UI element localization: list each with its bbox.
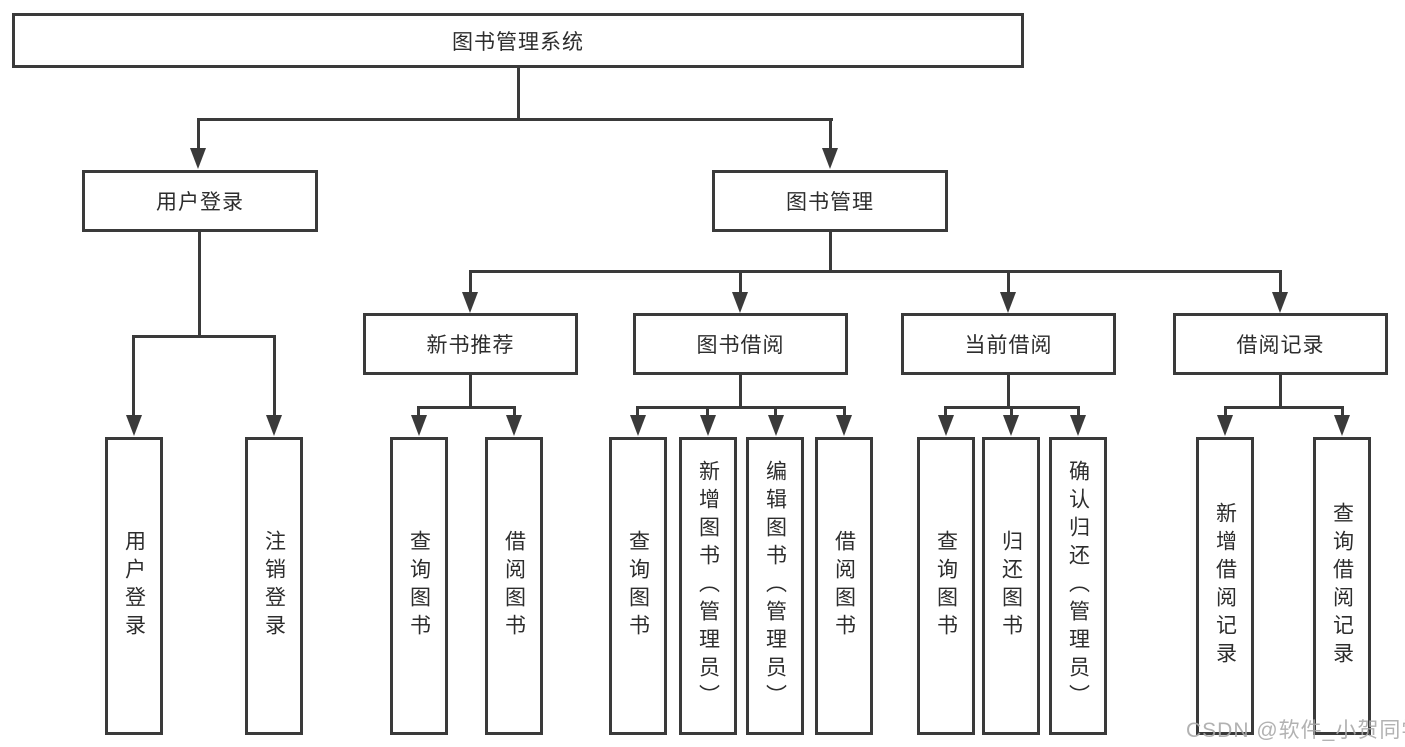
connector-br-stem <box>1279 375 1282 409</box>
connector-cb-leaf2-drop <box>1010 406 1013 418</box>
connector-nb-leaf1-drop <box>417 406 420 418</box>
node-book-borrow-label: 图书借阅 <box>696 334 785 357</box>
connector-book-mgmt-stem <box>829 232 832 272</box>
node-current-borrow: 当前借阅 <box>901 313 1116 375</box>
arrowhead-book-borrow-icon <box>732 292 748 313</box>
connector-current-borrow-drop <box>1007 270 1010 294</box>
connector-br-leaf1-drop <box>1224 406 1227 418</box>
connector-user-login-stem <box>198 232 201 335</box>
connector-bb-leaf1-drop <box>636 406 639 418</box>
node-root-label: 图书管理系统 <box>452 30 584 54</box>
connector-bb-leaf4-drop <box>843 406 846 418</box>
leaf-br-add-record-label: 新增借阅记录 <box>1213 502 1237 670</box>
connector-bb-crossbar <box>636 406 846 409</box>
arrowhead-nb-leaf2-icon <box>506 415 522 436</box>
leaf-bb-add-books-admin: 新增图书（管理员） <box>679 437 737 735</box>
leaf-bb-borrow-books-label: 借阅图书 <box>832 530 856 642</box>
arrowhead-bb-leaf3-icon <box>768 415 784 436</box>
node-book-mgmt: 图书管理 <box>712 170 948 232</box>
node-borrow-record-label: 借阅记录 <box>1236 334 1325 357</box>
leaf-cb-query-books: 查询图书 <box>917 437 975 735</box>
connector-cb-stem <box>1007 375 1010 409</box>
arrowhead-br-leaf1-icon <box>1217 415 1233 436</box>
leaf-cb-confirm-return-admin: 确认归还（管理员） <box>1049 437 1107 735</box>
connector-bb-stem <box>739 375 742 409</box>
connector-nb-leaf2-drop <box>513 406 516 418</box>
leaf-cb-query-books-label: 查询图书 <box>934 530 958 642</box>
leaf-bb-query-books: 查询图书 <box>609 437 667 735</box>
connector-cb-leaf3-drop <box>1077 406 1080 418</box>
node-new-book-rec: 新书推荐 <box>363 313 578 375</box>
leaf-bb-borrow-books: 借阅图书 <box>815 437 873 735</box>
arrowhead-br-leaf2-icon <box>1334 415 1350 436</box>
node-user-login-label: 用户登录 <box>156 191 244 214</box>
leaf-logout: 注销登录 <box>245 437 303 735</box>
connector-root-stem <box>517 68 520 120</box>
connector-nb-stem <box>469 375 472 409</box>
leaf-bb-edit-books-admin: 编辑图书（管理员） <box>746 437 804 735</box>
leaf-user-login-label: 用户登录 <box>122 530 146 642</box>
connector-br-crossbar <box>1224 406 1344 409</box>
arrowhead-bb-leaf1-icon <box>630 415 646 436</box>
leaf-nb-borrow-books-label: 借阅图书 <box>502 530 526 642</box>
leaf-nb-query-books-label: 查询图书 <box>407 530 431 642</box>
leaf-br-query-record: 查询借阅记录 <box>1313 437 1371 735</box>
leaf-bb-query-books-label: 查询图书 <box>626 530 650 642</box>
arrowhead-new-book-icon <box>462 292 478 313</box>
connector-new-book-drop <box>469 270 472 294</box>
leaf-nb-borrow-books: 借阅图书 <box>485 437 543 735</box>
leaf-nb-query-books: 查询图书 <box>390 437 448 735</box>
leaf-br-add-record: 新增借阅记录 <box>1196 437 1254 735</box>
csdn-watermark: CSDN @软件_小贺同学 <box>1186 719 1405 742</box>
node-root: 图书管理系统 <box>12 13 1024 68</box>
node-book-mgmt-label: 图书管理 <box>786 191 874 214</box>
connector-bb-leaf2-drop <box>706 406 709 418</box>
node-current-borrow-label: 当前借阅 <box>964 334 1053 357</box>
connector-ul-leaf1-drop <box>132 335 135 419</box>
leaf-user-login: 用户登录 <box>105 437 163 735</box>
connector-bb-leaf3-drop <box>774 406 777 418</box>
connector-br-leaf2-drop <box>1341 406 1344 418</box>
arrowhead-ul-leaf1-icon <box>126 415 142 436</box>
leaf-cb-return-books-label: 归还图书 <box>999 530 1023 642</box>
arrowhead-cb-leaf1-icon <box>938 415 954 436</box>
arrowhead-current-borrow-icon <box>1000 292 1016 313</box>
connector-book-mgmt-crossbar <box>469 270 1282 273</box>
arrowhead-borrow-record-icon <box>1272 292 1288 313</box>
arrowhead-nb-leaf1-icon <box>411 415 427 436</box>
connector-cb-leaf1-drop <box>944 406 947 418</box>
leaf-cb-confirm-return-admin-label: 确认归还（管理员） <box>1066 460 1090 712</box>
node-book-borrow: 图书借阅 <box>633 313 848 375</box>
node-borrow-record: 借阅记录 <box>1173 313 1388 375</box>
leaf-bb-edit-books-admin-label: 编辑图书（管理员） <box>763 460 787 712</box>
arrowhead-ul-leaf2-icon <box>266 415 282 436</box>
arrowhead-book-mgmt-icon <box>822 148 838 169</box>
connector-borrow-record-drop <box>1279 270 1282 294</box>
leaf-bb-add-books-admin-label: 新增图书（管理员） <box>696 460 720 712</box>
connector-user-login-crossbar <box>132 335 276 338</box>
arrowhead-user-login-icon <box>190 148 206 169</box>
leaf-br-query-record-label: 查询借阅记录 <box>1330 502 1354 670</box>
leaf-logout-label: 注销登录 <box>262 530 286 642</box>
connector-book-borrow-drop <box>739 270 742 294</box>
arrowhead-cb-leaf2-icon <box>1003 415 1019 436</box>
arrowhead-cb-leaf3-icon <box>1070 415 1086 436</box>
node-new-book-rec-label: 新书推荐 <box>426 334 515 357</box>
arrowhead-bb-leaf4-icon <box>836 415 852 436</box>
connector-book-mgmt-drop <box>829 118 832 150</box>
leaf-cb-return-books: 归还图书 <box>982 437 1040 735</box>
connector-nb-crossbar <box>417 406 516 409</box>
arrowhead-bb-leaf2-icon <box>700 415 716 436</box>
connector-ul-leaf2-drop <box>273 335 276 419</box>
connector-root-crossbar <box>197 118 833 121</box>
node-user-login: 用户登录 <box>82 170 318 232</box>
connector-user-login-drop <box>197 118 200 150</box>
